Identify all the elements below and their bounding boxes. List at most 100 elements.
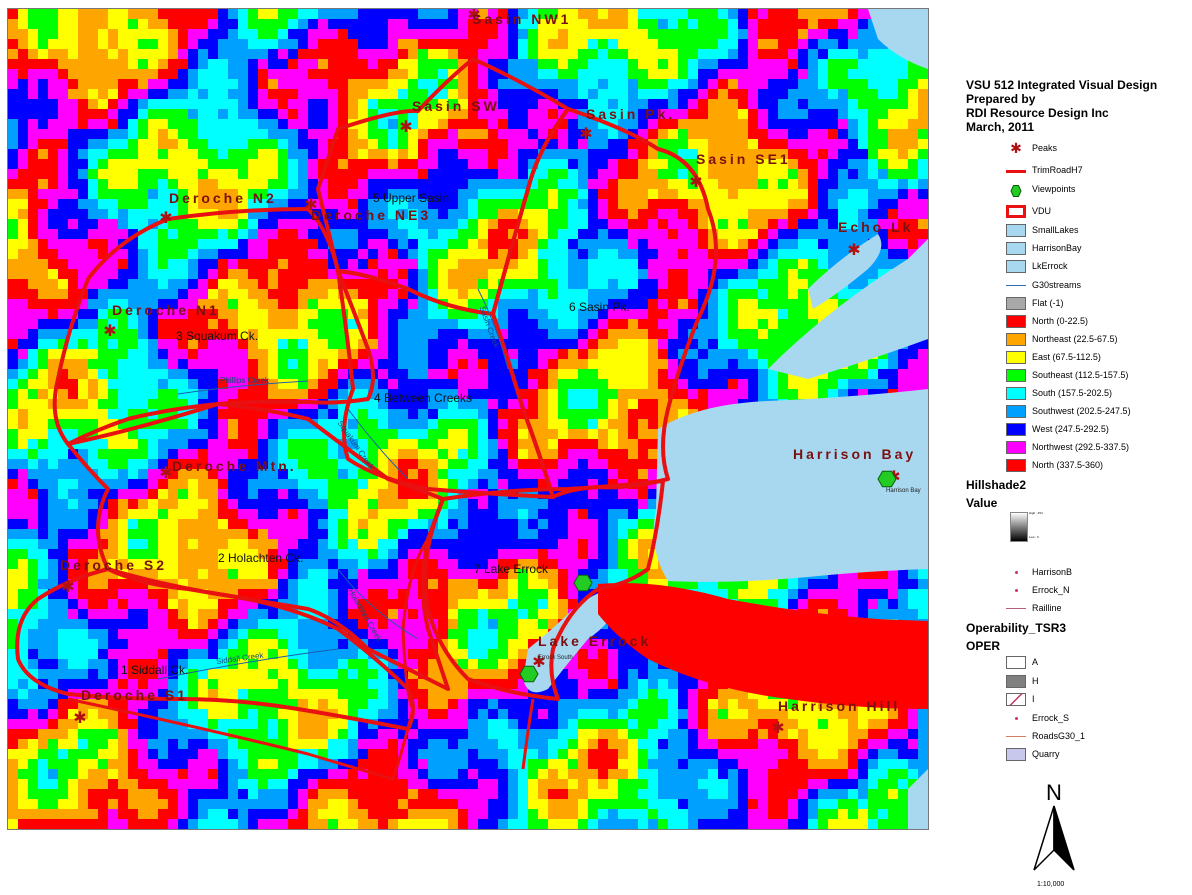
legend-title-line4: March, 2011 [966,120,1035,134]
legend-item-east-67-5-112-5: East (67.5-112.5) [1006,350,1101,364]
legend-item-lkerrock: LkErrock [1006,259,1068,273]
peak-marker-icon: ✱ [532,652,545,671]
stream-sasin [477,288,509,370]
peak-marker-icon: ✱ [61,577,74,596]
vdu-between-creeks [336,269,555,499]
legend-swatch [1006,368,1026,382]
legend-swatch [1006,422,1026,436]
legend-item-northeast-22-5-67-5: Northeast (22.5-67.5) [1006,332,1118,346]
peak-label-deroche-n2: Deroche N2 [169,190,277,206]
legend-item-harrisonbay: HarrisonBay [1006,241,1082,255]
legend-item-a: A [1006,655,1038,669]
peak-icon: ✱ [1010,139,1022,156]
scale-text: 1:10,000 [1037,881,1065,888]
legend-label: West (247.5-292.5) [1032,424,1109,434]
legend-label: Northeast (22.5-67.5) [1032,334,1118,344]
north-label: N [1046,780,1062,805]
legend-label: South (157.5-202.5) [1032,388,1113,398]
water-corner [908,769,928,829]
vdu-label-between-creeks: 4 Between Creeks [374,391,473,405]
peak-marker-icon: ✱ [771,718,784,737]
peak-label-deroche-n1: Deroche N1 [112,302,220,318]
vdu-label-siddall: 1 Siddall Ck. [121,663,189,677]
legend-line-swatch [1006,730,1026,743]
legend-hillshade-title: Hillshade2 [966,478,1027,492]
peak-label-harrison-hill: Harrison Hill [778,698,901,714]
legend-label: Flat (-1) [1032,298,1064,308]
legend-item-viewpoints: Viewpoints [1006,182,1076,197]
viewpoint-label-harrison-bay: Harrison Bay [886,488,921,494]
legend-label: G30streams [1032,280,1082,290]
legend-item-peaks: ✱Peaks [1006,141,1057,155]
legend-label: Northwest (292.5-337.5) [1032,442,1130,452]
legend: VSU 512 Integrated Visual Design Prepare… [966,78,1192,134]
legend-swatch [1006,314,1026,328]
peak-marker-icon: ✱ [579,124,592,143]
viewpoint-errock-south-icon [519,665,539,683]
stream-siddall [157,648,339,680]
legend-label: A [1032,657,1039,667]
legend-swatch [1006,296,1026,310]
legend-item-flat-1: Flat (-1) [1006,296,1064,310]
peak-label-harrison-bay: Harrison Bay [793,446,917,462]
stream-squakum [347,408,409,480]
peak-marker-icon: ✱ [847,240,860,259]
legend-line-swatch [1006,279,1026,292]
peak-label-sasin-pk: Sasin Pk. [586,106,676,122]
stream-phillips [177,380,309,395]
legend-label: North (0-22.5) [1032,316,1089,326]
peak-marker-icon: ✱ [689,172,702,191]
legend-item-harrisonb: HarrisonB [1006,565,1072,579]
legend-swatch [1006,674,1026,688]
legend-swatch [1006,332,1026,346]
legend-swatch [1006,440,1026,454]
legend-label: Southwest (202.5-247.5) [1032,406,1131,416]
legend-swatch [1006,259,1026,273]
legend-line-swatch [1006,164,1026,177]
legend-item-railline: Railline [1006,601,1062,615]
trim-road-errock [521,698,535,770]
trim-road-south [67,697,415,781]
point-icon [1006,566,1026,579]
legend-title-line1: VSU 512 Integrated Visual Design [966,78,1158,92]
legend-item-quarry: Quarry [1006,747,1060,761]
peak-marker-icon: ✱ [399,117,412,136]
peak-label-sasin-se1: Sasin SE1 [696,151,791,167]
harrison-bay-lake [653,389,928,582]
hillshade-gradient [1010,512,1028,542]
vdu-label-squakum: 3 Squakum Ck. [176,329,259,343]
legend-item-south-157-5-202-5: South (157.5-202.5) [1006,386,1112,400]
legend-label: North (337.5-360) [1032,460,1104,470]
north-arrow-icon: N [1033,780,1075,871]
legend-item-west-247-5-292-5: West (247.5-292.5) [1006,422,1109,436]
legend-label: HarrisonB [1032,567,1073,577]
map-frame[interactable]: ✱✱✱✱✱✱✱✱✱✱✱✱✱✱ Sasin NW1 Sasin SW Sasin … [7,8,929,830]
legend-label: Viewpoints [1032,184,1076,194]
peak-label-deroche-ne3: Deroche NE3 [311,207,432,223]
legend-label: Quarry [1032,749,1060,759]
legend-item-roadsg30-1: RoadsG30_1 [1006,729,1085,743]
legend-label: East (67.5-112.5) [1032,352,1101,362]
viewpoint-label-errock-south: Errock South [538,655,573,661]
legend-title-line3: RDI Resource Design Inc [966,106,1109,120]
peak-label-lake-errock: Lake Errock [538,633,652,649]
legend-swatch [1006,404,1026,418]
legend-item-north-0-22-5: North (0-22.5) [1006,314,1088,328]
peak-label-deroche-s2: Deroche S2 [60,557,168,573]
hillshade-low-label: Low : 0 [1029,535,1039,539]
lake-top-right [868,9,928,69]
vdu-lake-errock [423,479,665,701]
legend-title-line2: Prepared by [966,92,1036,106]
legend-label: LkErrock [1032,261,1068,271]
legend-label: TrimRoadH7 [1032,165,1083,175]
peak-label-echo-lk: Echo Lk [838,219,914,235]
aspect-map[interactable]: ✱✱✱✱✱✱✱✱✱✱✱✱✱✱ [8,9,928,829]
peak-marker-icon: ✱ [159,208,172,227]
legend-swatch-hatch [1006,692,1026,706]
legend-item-trimroadh7: TrimRoadH7 [1006,163,1083,177]
legend-item-north-337-5-360: North (337.5-360) [1006,458,1103,472]
legend-item-southeast-112-5-157-5: Southeast (112.5-157.5) [1006,368,1128,382]
legend-item-errock-n: Errock_N [1006,583,1070,597]
stream-label-phillips: Phillips Creek [220,376,269,385]
